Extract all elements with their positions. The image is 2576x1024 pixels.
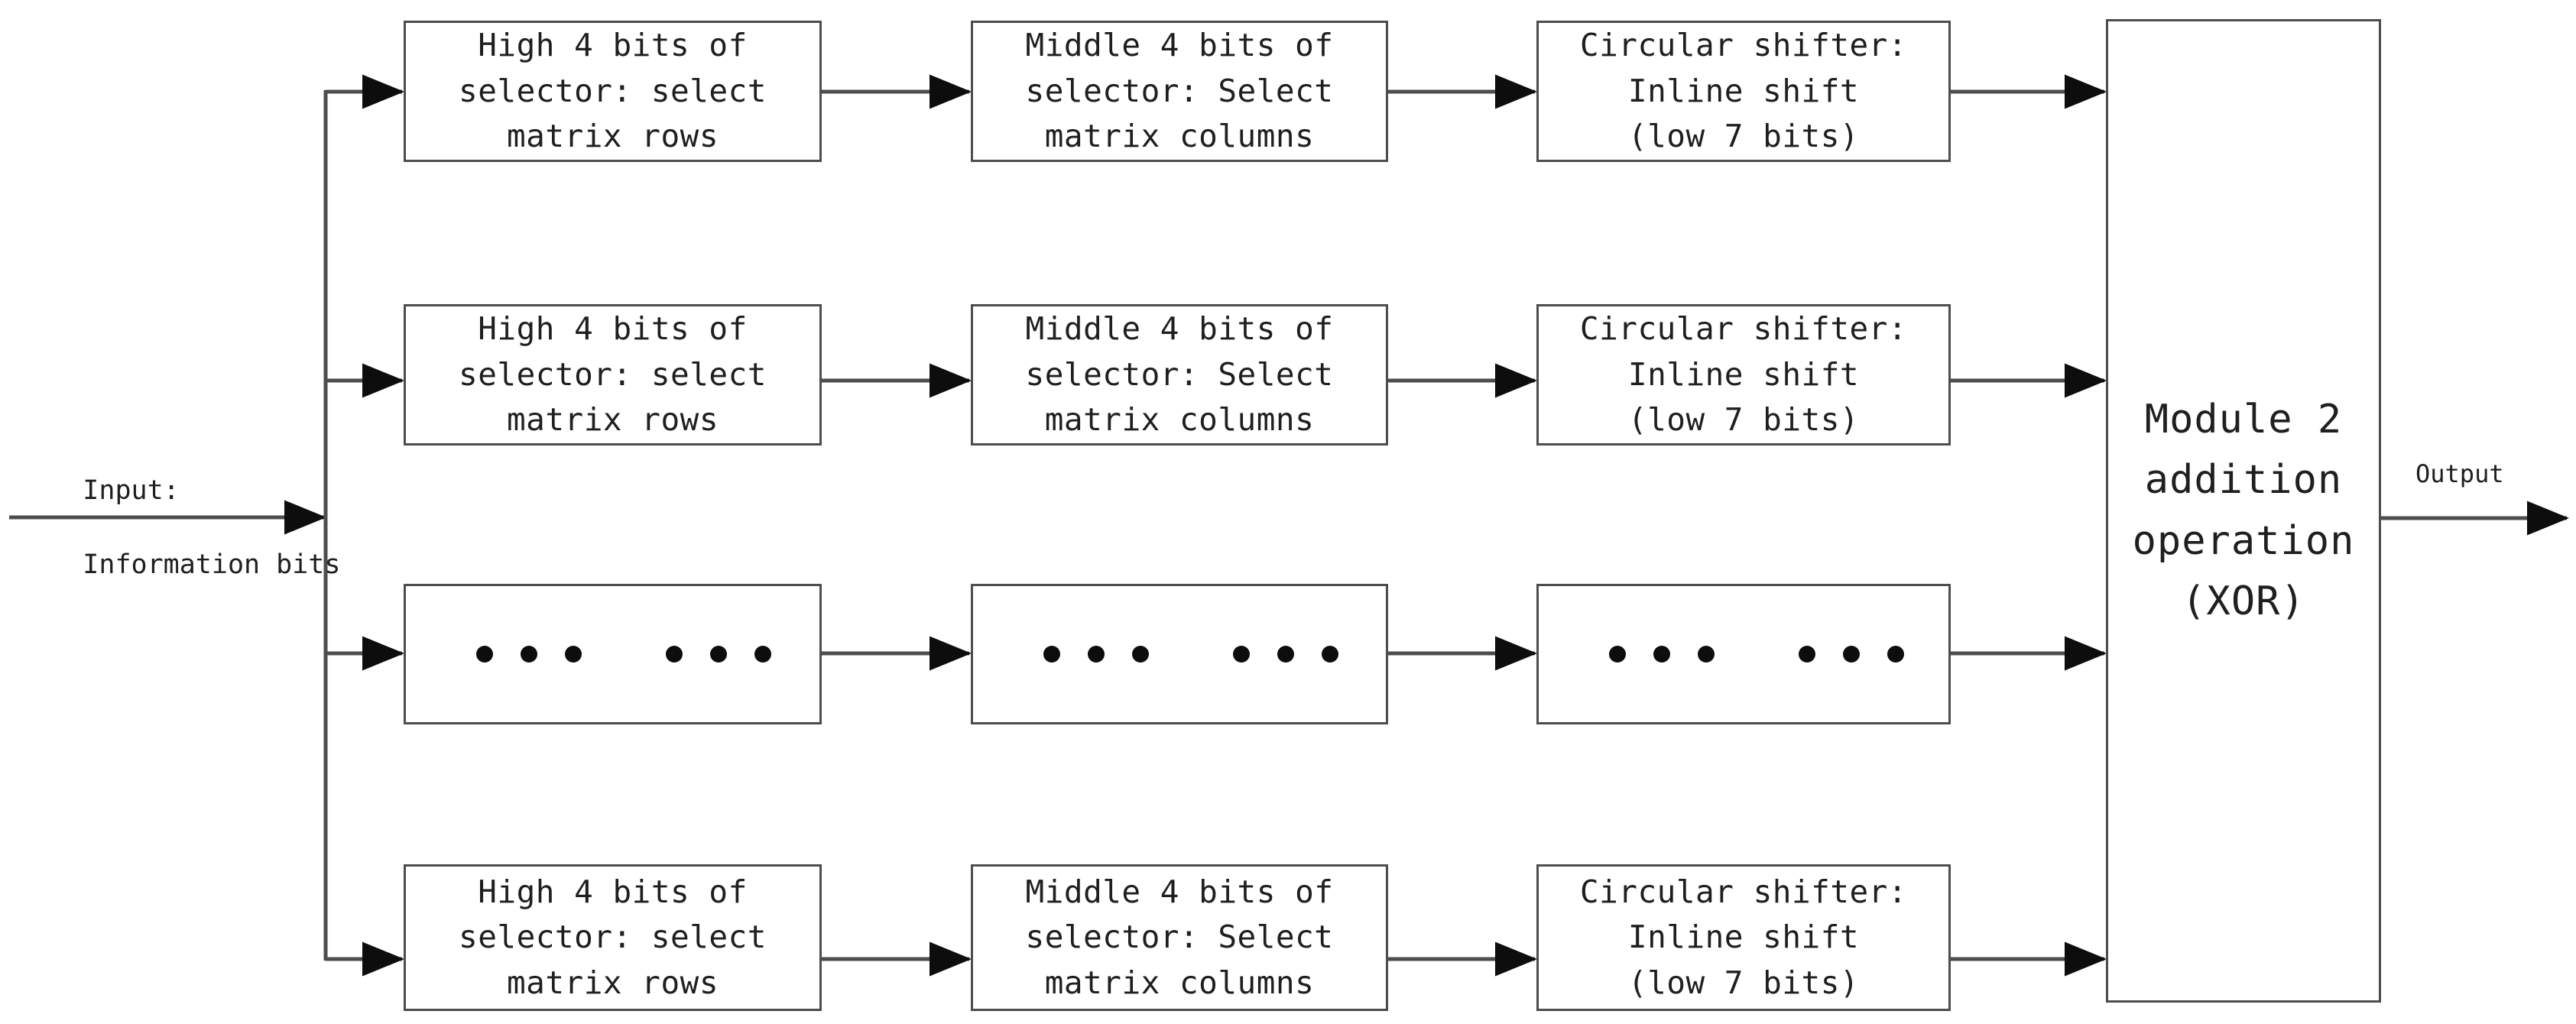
node-text-line: matrix rows bbox=[506, 401, 719, 439]
input-label-line2: Information bits bbox=[83, 549, 341, 580]
node-row3-col2-ellipsis[interactable] bbox=[971, 584, 1388, 724]
combiner-text-line: operation bbox=[2132, 517, 2355, 564]
node-text-line: Circular shifter: bbox=[1579, 873, 1908, 910]
ellipsis-dot-cluster-left bbox=[476, 646, 582, 663]
node-row3-col1-ellipsis[interactable] bbox=[404, 584, 822, 724]
node-text-line: matrix columns bbox=[1044, 118, 1315, 155]
ellipsis-dot bbox=[710, 646, 727, 663]
node-row2-col2-column-selector[interactable]: Middle 4 bits of selector: Select matrix… bbox=[971, 304, 1388, 446]
ellipsis-dot-cluster-right bbox=[1799, 646, 1904, 663]
ellipsis-dot bbox=[1698, 646, 1715, 663]
ellipsis-dots-group bbox=[973, 646, 1386, 663]
node-row1-col2-column-selector[interactable]: Middle 4 bits of selector: Select matrix… bbox=[971, 21, 1388, 162]
ellipsis-dots-group bbox=[1539, 646, 1948, 663]
node-text-line: (low 7 bits) bbox=[1627, 401, 1860, 439]
node-row1-col3-circular-shifter[interactable]: Circular shifter: Inline shift (low 7 bi… bbox=[1536, 21, 1951, 162]
ellipsis-dot bbox=[1887, 646, 1904, 663]
node-text-line: matrix columns bbox=[1044, 964, 1315, 1001]
ellipsis-dot-cluster-right bbox=[1233, 646, 1338, 663]
node-row3-col3-ellipsis[interactable] bbox=[1536, 584, 1951, 724]
node-text-line: Inline shift bbox=[1627, 72, 1860, 109]
node-text-line: Inline shift bbox=[1627, 919, 1860, 956]
ellipsis-dot bbox=[1043, 646, 1060, 663]
node-text-line: selector: Select bbox=[1025, 72, 1334, 109]
node-row4-col2-column-selector[interactable]: Middle 4 bits of selector: Select matrix… bbox=[971, 864, 1388, 1011]
node-row1-col1-row-selector[interactable]: High 4 bits of selector: select matrix r… bbox=[404, 21, 822, 162]
ellipsis-dot bbox=[1843, 646, 1860, 663]
ellipsis-dot-cluster-right bbox=[666, 646, 771, 663]
node-text-line: selector: select bbox=[459, 72, 767, 109]
node-text-line: matrix rows bbox=[506, 118, 719, 155]
combiner-text-line: (XOR) bbox=[2182, 578, 2305, 624]
node-text-line: Circular shifter: bbox=[1579, 310, 1908, 348]
node-text-line: matrix columns bbox=[1044, 401, 1315, 439]
node-text-line: Circular shifter: bbox=[1579, 27, 1908, 64]
node-text-line: Middle 4 bits of bbox=[1025, 27, 1334, 64]
input-label-line1: Input: bbox=[83, 475, 180, 507]
node-text-line: (low 7 bits) bbox=[1627, 118, 1860, 155]
ellipsis-dot bbox=[1322, 646, 1338, 663]
ellipsis-dot-cluster-left bbox=[1043, 646, 1149, 663]
node-row4-col3-circular-shifter[interactable]: Circular shifter: Inline shift (low 7 bi… bbox=[1536, 864, 1951, 1011]
combiner-text-line: Module 2 bbox=[2144, 397, 2343, 443]
ellipsis-dot-cluster-left bbox=[1609, 646, 1715, 663]
node-text-line: (low 7 bits) bbox=[1627, 964, 1860, 1001]
ellipsis-dot bbox=[1132, 646, 1149, 663]
node-text-line: selector: Select bbox=[1025, 355, 1334, 393]
ellipsis-dot bbox=[1609, 646, 1626, 663]
ellipsis-dot bbox=[521, 646, 537, 663]
node-text-line: selector: select bbox=[459, 355, 767, 393]
ellipsis-dot bbox=[1799, 646, 1815, 663]
ellipsis-dot bbox=[1277, 646, 1294, 663]
node-text-line: Inline shift bbox=[1627, 355, 1860, 393]
node-text-line: selector: select bbox=[459, 919, 767, 956]
ellipsis-dot bbox=[1653, 646, 1670, 663]
node-row2-col1-row-selector[interactable]: High 4 bits of selector: select matrix r… bbox=[404, 304, 822, 446]
ellipsis-dot bbox=[476, 646, 493, 663]
node-text-line: High 4 bits of bbox=[478, 873, 748, 910]
node-text-line: selector: Select bbox=[1025, 919, 1334, 956]
output-label: Output bbox=[2415, 459, 2504, 488]
node-text-line: High 4 bits of bbox=[478, 310, 748, 348]
ellipsis-dot bbox=[754, 646, 771, 663]
node-text-line: Middle 4 bits of bbox=[1025, 873, 1334, 910]
input-label: Input: Information bits bbox=[18, 436, 340, 620]
node-text-line: High 4 bits of bbox=[478, 27, 748, 64]
node-row2-col3-circular-shifter[interactable]: Circular shifter: Inline shift (low 7 bi… bbox=[1536, 304, 1951, 446]
ellipsis-dot bbox=[666, 646, 683, 663]
node-row4-col1-row-selector[interactable]: High 4 bits of selector: select matrix r… bbox=[404, 864, 822, 1011]
ellipsis-dot bbox=[565, 646, 582, 663]
node-combiner-xor[interactable]: Module 2 addition operation (XOR) bbox=[2106, 19, 2381, 1003]
combiner-text-line: addition bbox=[2144, 457, 2343, 504]
ellipsis-dot bbox=[1233, 646, 1250, 663]
node-text-line: matrix rows bbox=[506, 964, 719, 1001]
ellipsis-dots-group bbox=[406, 646, 819, 663]
node-text-line: Middle 4 bits of bbox=[1025, 310, 1334, 348]
ellipsis-dot bbox=[1088, 646, 1105, 663]
